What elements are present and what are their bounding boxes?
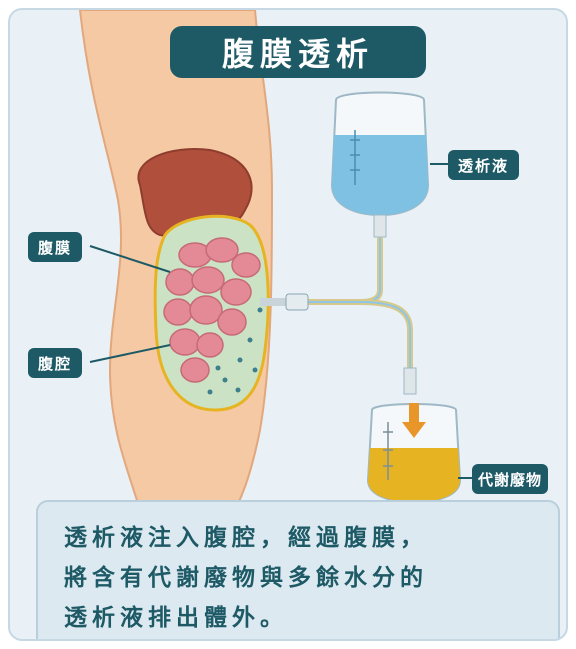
caption-line-3: 透析液排出體外。 (64, 598, 544, 632)
inflow-tube (300, 237, 380, 302)
caption-line-1: 透析液注入腹腔，經過腹膜， (64, 518, 544, 552)
label-peritoneum: 腹膜 (28, 232, 82, 262)
caption-line-2: 將含有代謝廢物與多餘水分的 (64, 558, 544, 592)
label-waste: 代謝廢物 (472, 464, 548, 494)
diagram-card: 腹膜透析 腹膜 腹腔 透析液 代謝廢物 透析液注入腹腔，經過腹膜， 將含有代謝廢… (8, 8, 568, 641)
outflow-tube (360, 302, 410, 390)
dialysate-bag (332, 93, 428, 238)
label-peritoneal-cavity: 腹腔 (28, 348, 82, 378)
page-title: 腹膜透析 (170, 26, 426, 78)
label-dialysate: 透析液 (448, 150, 519, 180)
